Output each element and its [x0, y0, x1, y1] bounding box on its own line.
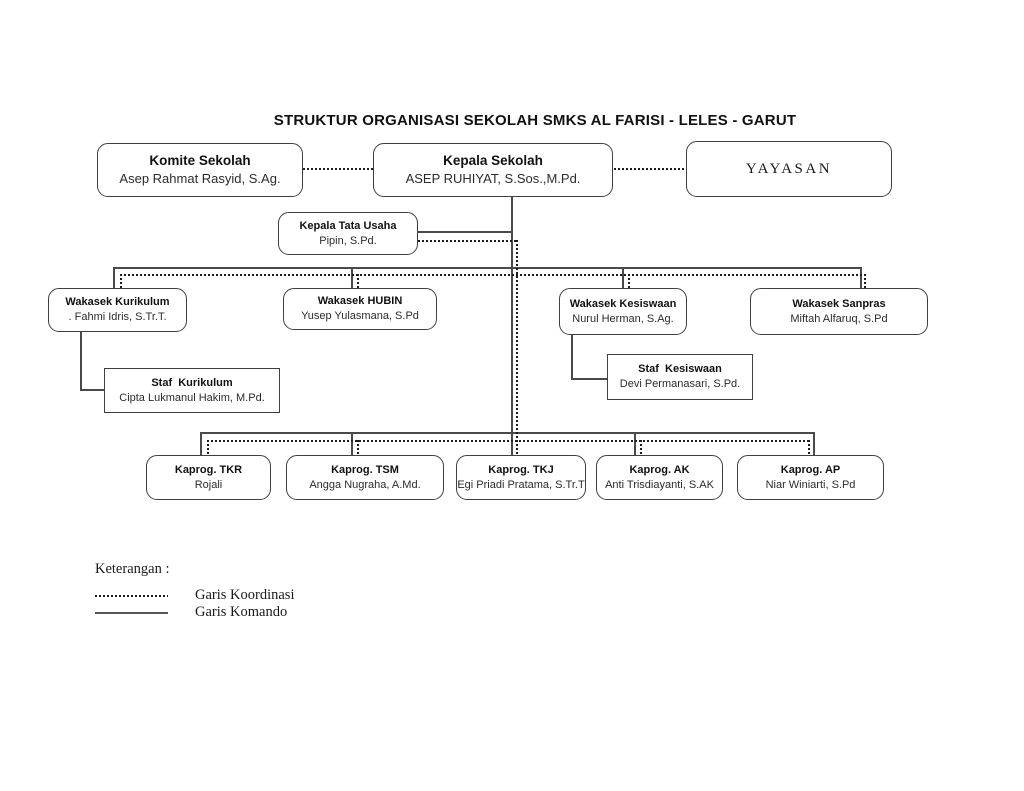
- connector-stub-kaprog-ak: [634, 432, 636, 455]
- legend-item-koordinasi: Garis Koordinasi: [95, 587, 294, 604]
- node-title: Kaprog. TKJ: [488, 463, 554, 476]
- node-person: Devi Permanasari, S.Pd.: [619, 378, 741, 390]
- connector-dotted-stub-wakasek-kurikulum: [120, 274, 122, 288]
- node-komite-sekolah: Komite Sekolah Asep Rahmat Rasyid, S.Ag.: [97, 143, 303, 197]
- node-title: Kepala Sekolah: [443, 153, 543, 169]
- node-kaprog-ap: Kaprog. AP Niar Winiarti, S.Pd: [737, 455, 884, 500]
- node-staf-kurikulum: Staf Kurikulum Cipta Lukmanul Hakim, M.P…: [104, 368, 280, 413]
- connector-kurikulum-staf-v: [80, 332, 82, 390]
- connector-stub-kaprog-tkr: [200, 432, 202, 455]
- node-wakasek-kurikulum: Wakasek Kurikulum . Fahmi Idris, S.Tr.T.: [48, 288, 187, 332]
- connector-dotted-stub-kaprog-tsm: [357, 440, 359, 455]
- node-title: Staf Kesiswaan: [638, 363, 722, 376]
- connector-stub-kaprog-tsm: [351, 432, 353, 455]
- node-title: Staf Kurikulum: [151, 376, 233, 389]
- node-title: Wakasek Kurikulum: [65, 296, 170, 309]
- connector-center-dotted-vertical: [516, 240, 518, 455]
- node-wakasek-sanpras: Wakasek Sanpras Miftah Alfaruq, S.Pd: [750, 288, 928, 335]
- node-kaprog-tkr: Kaprog. TKR Rojali: [146, 455, 271, 500]
- node-yayasan: YAYASAN: [686, 141, 892, 197]
- node-staf-kesiswaan: Staf Kesiswaan Devi Permanasari, S.Pd.: [607, 354, 753, 400]
- node-kaprog-tkj: Kaprog. TKJ Egi Priadi Pratama, S.Tr.T: [456, 455, 586, 500]
- node-person: Anti Trisdiayanti, S.AK: [605, 478, 714, 491]
- connector-stub-wakasek-kesiswaan: [622, 267, 624, 288]
- connector-wakasek-bus: [113, 267, 861, 269]
- node-person: Nurul Herman, S.Ag.: [572, 312, 674, 325]
- node-person: Angga Nugraha, A.Md.: [309, 478, 421, 491]
- connector-kaprog-bus-dotted: [207, 440, 810, 442]
- node-person: Yusep Yulasmana, S.Pd: [301, 310, 419, 322]
- node-person: Asep Rahmat Rasyid, S.Ag.: [119, 171, 281, 187]
- connector-stub-wakasek-sanpras: [860, 267, 862, 288]
- connector-kepala-yayasan-dotted: [614, 168, 686, 170]
- node-person: Pipin, S.Pd.: [319, 234, 377, 247]
- node-person: Egi Priadi Pratama, S.Tr.T: [457, 478, 585, 491]
- connector-dotted-stub-wakasek-hubin: [357, 274, 359, 288]
- node-title: Kaprog. AK: [629, 463, 690, 476]
- node-title: Komite Sekolah: [149, 153, 251, 169]
- legend-label: Garis Koordinasi: [195, 587, 295, 603]
- node-kepala-sekolah: Kepala Sekolah ASEP RUHIYAT, S.Sos.,M.Pd…: [373, 143, 613, 197]
- node-person: ASEP RUHIYAT, S.Sos.,M.Pd.: [405, 171, 581, 187]
- node-title: Kaprog. AP: [780, 463, 841, 476]
- connector-tatausaha-dotted: [418, 240, 518, 242]
- node-person: . Fahmi Idris, S.Tr.T.: [68, 311, 167, 323]
- node-kepala-tata-usaha: Kepala Tata Usaha Pipin, S.Pd.: [278, 212, 418, 255]
- node-wakasek-kesiswaan: Wakasek Kesiswaan Nurul Herman, S.Ag.: [559, 288, 687, 335]
- connector-komite-kepala-dotted: [303, 168, 373, 170]
- node-title: Wakasek Kesiswaan: [569, 297, 677, 310]
- legend-item-komando: Garis Komando: [95, 604, 294, 621]
- node-wakasek-hubin: Wakasek HUBIN Yusep Yulasmana, S.Pd: [283, 288, 437, 330]
- connector-kesiswaan-staf-h: [571, 378, 607, 380]
- connector-dotted-stub-kaprog-ak: [640, 440, 642, 455]
- connector-kaprog-bus: [200, 432, 815, 434]
- node-title: Kaprog. TKR: [174, 463, 243, 476]
- connector-stub-wakasek-kurikulum: [113, 267, 115, 288]
- legend-heading: Keterangan :: [95, 561, 170, 577]
- legend: Keterangan : Garis Koordinasi Garis Koma…: [95, 561, 294, 621]
- chart-title: STRUKTUR ORGANISASI SEKOLAH SMKS AL FARI…: [273, 112, 797, 129]
- solid-line-sample: [95, 611, 168, 614]
- connector-dotted-stub-wakasek-sanpras: [864, 274, 866, 288]
- connector-kurikulum-staf-h: [80, 389, 104, 391]
- node-person: Cipta Lukmanul Hakim, M.Pd.: [119, 391, 265, 404]
- node-person: Miftah Alfaruq, S.Pd: [790, 312, 888, 325]
- connector-wakasek-bus-dotted: [120, 274, 866, 276]
- connector-tatausaha-kepala: [418, 231, 512, 233]
- connector-kesiswaan-staf-v: [571, 335, 573, 379]
- connector-dotted-stub-kaprog-ap: [808, 440, 810, 455]
- node-title: Kaprog. TSM: [331, 463, 399, 476]
- node-title: Wakasek Sanpras: [792, 297, 886, 310]
- connector-kepala-vertical: [511, 197, 513, 455]
- node-title: YAYASAN: [745, 160, 833, 177]
- legend-label: Garis Komando: [195, 604, 288, 620]
- node-kaprog-tsm: Kaprog. TSM Angga Nugraha, A.Md.: [286, 455, 444, 500]
- node-person: Niar Winiarti, S.Pd: [765, 478, 856, 491]
- connector-dotted-stub-wakasek-kesiswaan: [628, 274, 630, 288]
- connector-stub-wakasek-hubin: [351, 267, 353, 288]
- node-title: Kepala Tata Usaha: [299, 219, 397, 232]
- node-kaprog-ak: Kaprog. AK Anti Trisdiayanti, S.AK: [596, 455, 723, 500]
- node-title: Wakasek HUBIN: [317, 295, 403, 308]
- connector-stub-kaprog-ap: [813, 432, 815, 455]
- connector-dotted-stub-kaprog-tkr: [207, 440, 209, 455]
- dotted-line-sample: [95, 594, 168, 597]
- node-person: Rojali: [194, 478, 223, 491]
